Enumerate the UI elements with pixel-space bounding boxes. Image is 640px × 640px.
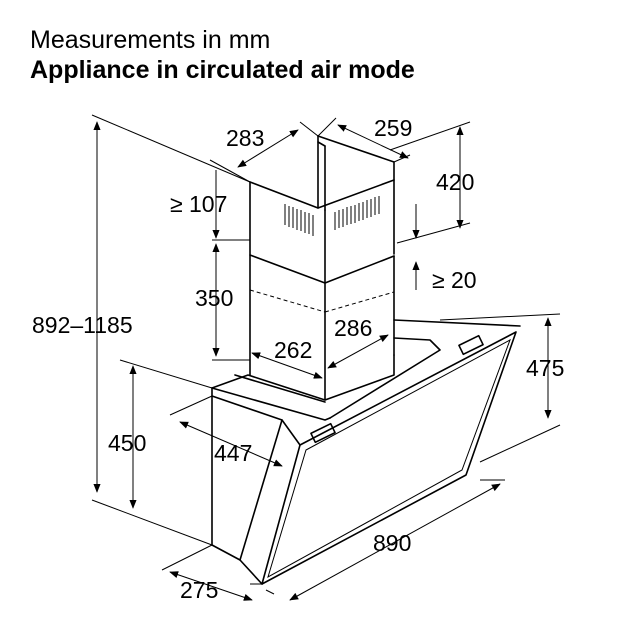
chimney-drawing	[249, 135, 395, 401]
dim-chimney-lower-height: 350	[195, 285, 233, 311]
dim-chimney-depth: 283	[226, 125, 264, 151]
diagram-title: Appliance in circulated air mode	[30, 56, 415, 84]
dim-canopy-height: 475	[526, 355, 564, 381]
measurements-unit-label: Measurements in mm	[30, 26, 271, 54]
dim-inner-depth: 286	[334, 315, 372, 341]
dim-total-width: 890	[373, 530, 411, 556]
dim-base-depth: 275	[180, 577, 218, 603]
dim-body-depth: 447	[214, 440, 252, 466]
dimension-labels: 283 259 420 ≥ 107 ≥ 20 350 262 286 892–1…	[32, 115, 564, 603]
dimension-lines	[91, 114, 561, 601]
dim-chimney-gap-bottom: ≥ 20	[432, 267, 477, 293]
hood-body-drawing	[211, 319, 521, 585]
dim-chimney-width: 259	[374, 115, 412, 141]
dim-total-height: 892–1185	[32, 312, 133, 338]
dim-body-height: 450	[108, 430, 146, 456]
dim-chimney-gap-top: ≥ 107	[170, 191, 227, 217]
dim-inner-width: 262	[274, 337, 312, 363]
vent-slots	[284, 196, 380, 236]
dim-chimney-top-offset: 420	[436, 169, 474, 195]
